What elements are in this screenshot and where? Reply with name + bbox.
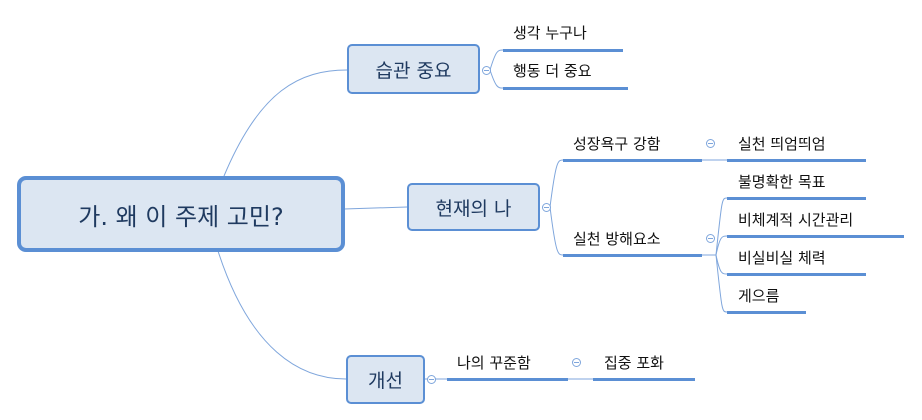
subtopic-practice-obstacles[interactable]: 실천 방해요소 <box>573 230 661 248</box>
subtopic-underline <box>727 159 866 162</box>
subtopic-laziness[interactable]: 게으름 <box>738 287 780 305</box>
subtopic-underline <box>727 235 904 238</box>
topic-label: 개선 <box>368 370 403 392</box>
subtopic-underline <box>563 159 702 162</box>
collapse-toggle-icon[interactable] <box>482 66 491 75</box>
subtopic-my-consistency[interactable]: 나의 꾸준함 <box>457 354 531 372</box>
root-topic[interactable]: 가. 왜 이 주제 고민? <box>17 176 345 252</box>
collapse-toggle-icon[interactable] <box>572 358 581 367</box>
subtopic-unsystematic-time[interactable]: 비체계적 시간관리 <box>738 211 854 229</box>
subtopic-underline <box>727 273 866 276</box>
subtopic-unclear-goal[interactable]: 불명확한 목표 <box>738 173 826 191</box>
subtopic-underline <box>503 49 623 52</box>
subtopic-action-more-important[interactable]: 행동 더 중요 <box>513 62 592 80</box>
subtopic-sporadic-practice[interactable]: 실천 띄엄띄엄 <box>738 135 826 153</box>
subtopic-underline <box>563 254 702 257</box>
subtopic-underline <box>447 378 568 381</box>
subtopic-weak-stamina[interactable]: 비실비실 체력 <box>738 249 826 267</box>
topic-current-me[interactable]: 현재의 나 <box>407 183 540 231</box>
subtopic-underline <box>593 378 695 381</box>
topic-label: 습관 중요 <box>375 59 452 82</box>
subtopic-underline <box>503 87 628 90</box>
collapse-toggle-icon[interactable] <box>706 139 715 148</box>
collapse-toggle-icon[interactable] <box>427 375 436 384</box>
collapse-toggle-icon[interactable] <box>542 203 551 212</box>
root-topic-label: 가. 왜 이 주제 고민? <box>78 202 284 231</box>
topic-habit-important[interactable]: 습관 중요 <box>347 44 480 94</box>
subtopic-underline <box>727 197 866 200</box>
topic-label: 현재의 나 <box>435 197 512 220</box>
subtopic-growth-desire[interactable]: 성장욕구 강함 <box>573 135 661 153</box>
subtopic-thinking-anyone[interactable]: 생각 누구나 <box>513 24 587 42</box>
topic-improvement[interactable]: 개선 <box>346 355 425 404</box>
subtopic-underline <box>727 311 806 314</box>
collapse-toggle-icon[interactable] <box>706 234 715 243</box>
subtopic-focus-saturation[interactable]: 집중 포화 <box>604 354 664 372</box>
